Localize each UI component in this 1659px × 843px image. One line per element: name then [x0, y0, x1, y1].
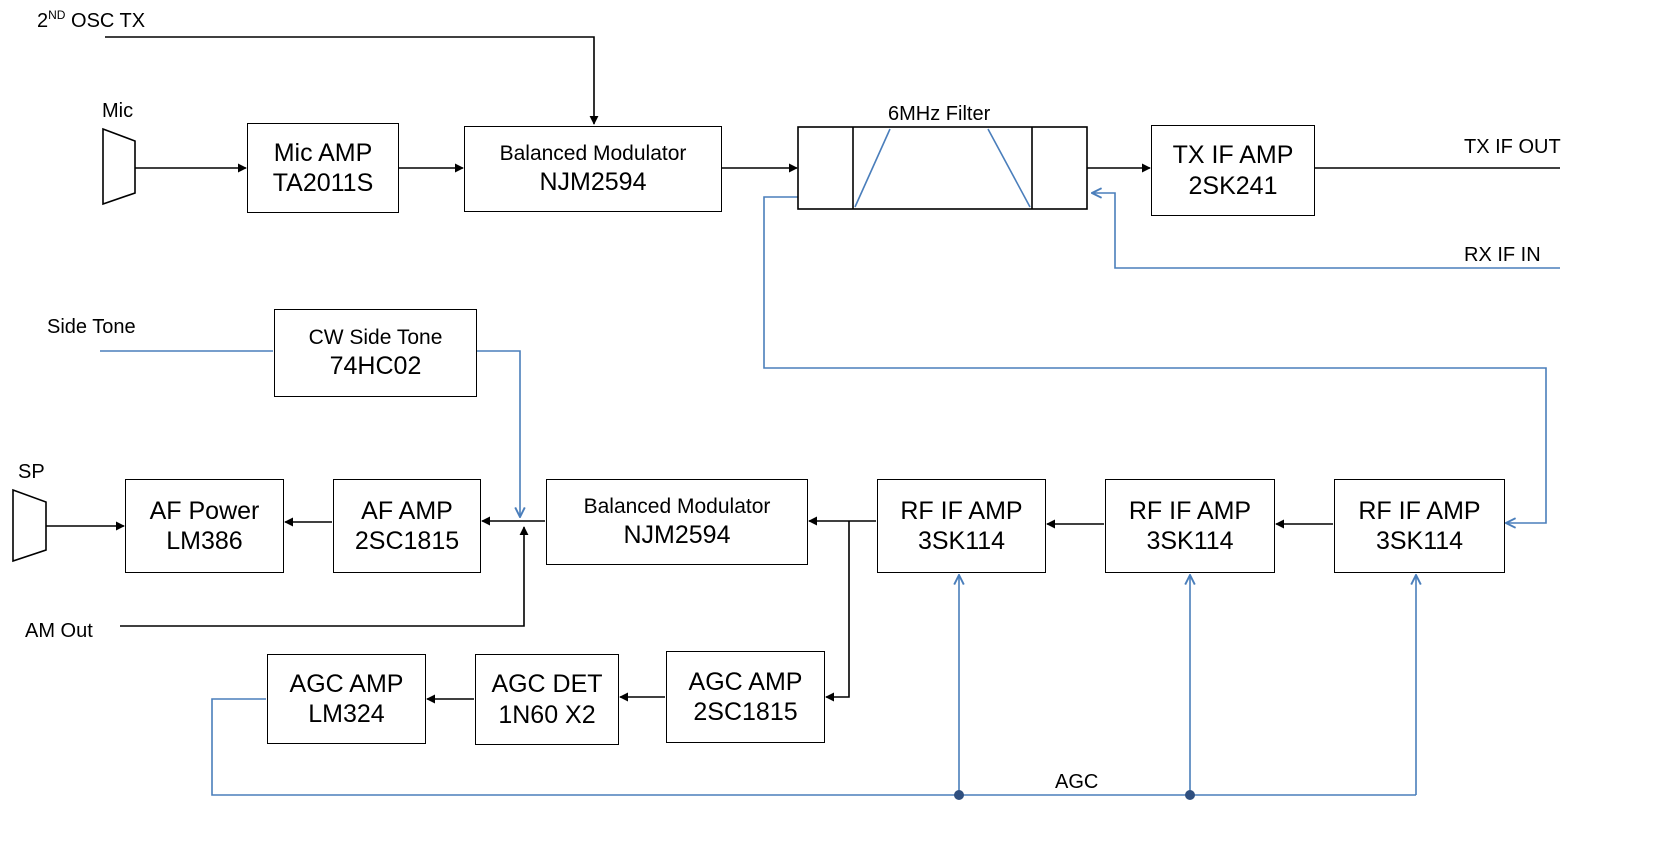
- rx-if-in-line: [1092, 193, 1560, 269]
- agc-bus: [211, 698, 1416, 796]
- sp-label: SP: [18, 461, 45, 483]
- rx-if-in-label: RX IF IN: [1464, 244, 1541, 266]
- am-out-line: [120, 526, 529, 627]
- filter-slope-left: [854, 128, 891, 208]
- speaker-icon: [12, 488, 47, 563]
- junction-dot: [954, 790, 964, 800]
- microphone-icon: [102, 127, 136, 206]
- side-tone-out: [477, 350, 520, 517]
- side-tone-label: Side Tone: [47, 316, 136, 338]
- am-out-label: AM Out: [25, 620, 93, 642]
- osc-tx-label: 2ND OSC TX: [37, 8, 146, 32]
- osc-tx-line: [105, 36, 599, 125]
- mic-label: Mic: [102, 100, 134, 122]
- filter-label: 6MHz Filter: [888, 103, 991, 125]
- filter-6mhz-block: [797, 126, 1088, 210]
- agc-label: AGC: [1055, 771, 1099, 793]
- agc-tap-line: [825, 521, 850, 702]
- junction-dot: [1185, 790, 1195, 800]
- filter-to-rf3-line: [763, 196, 1547, 523]
- tx-if-out-label: TX IF OUT: [1464, 136, 1561, 158]
- filter-slope-right: [987, 128, 1031, 208]
